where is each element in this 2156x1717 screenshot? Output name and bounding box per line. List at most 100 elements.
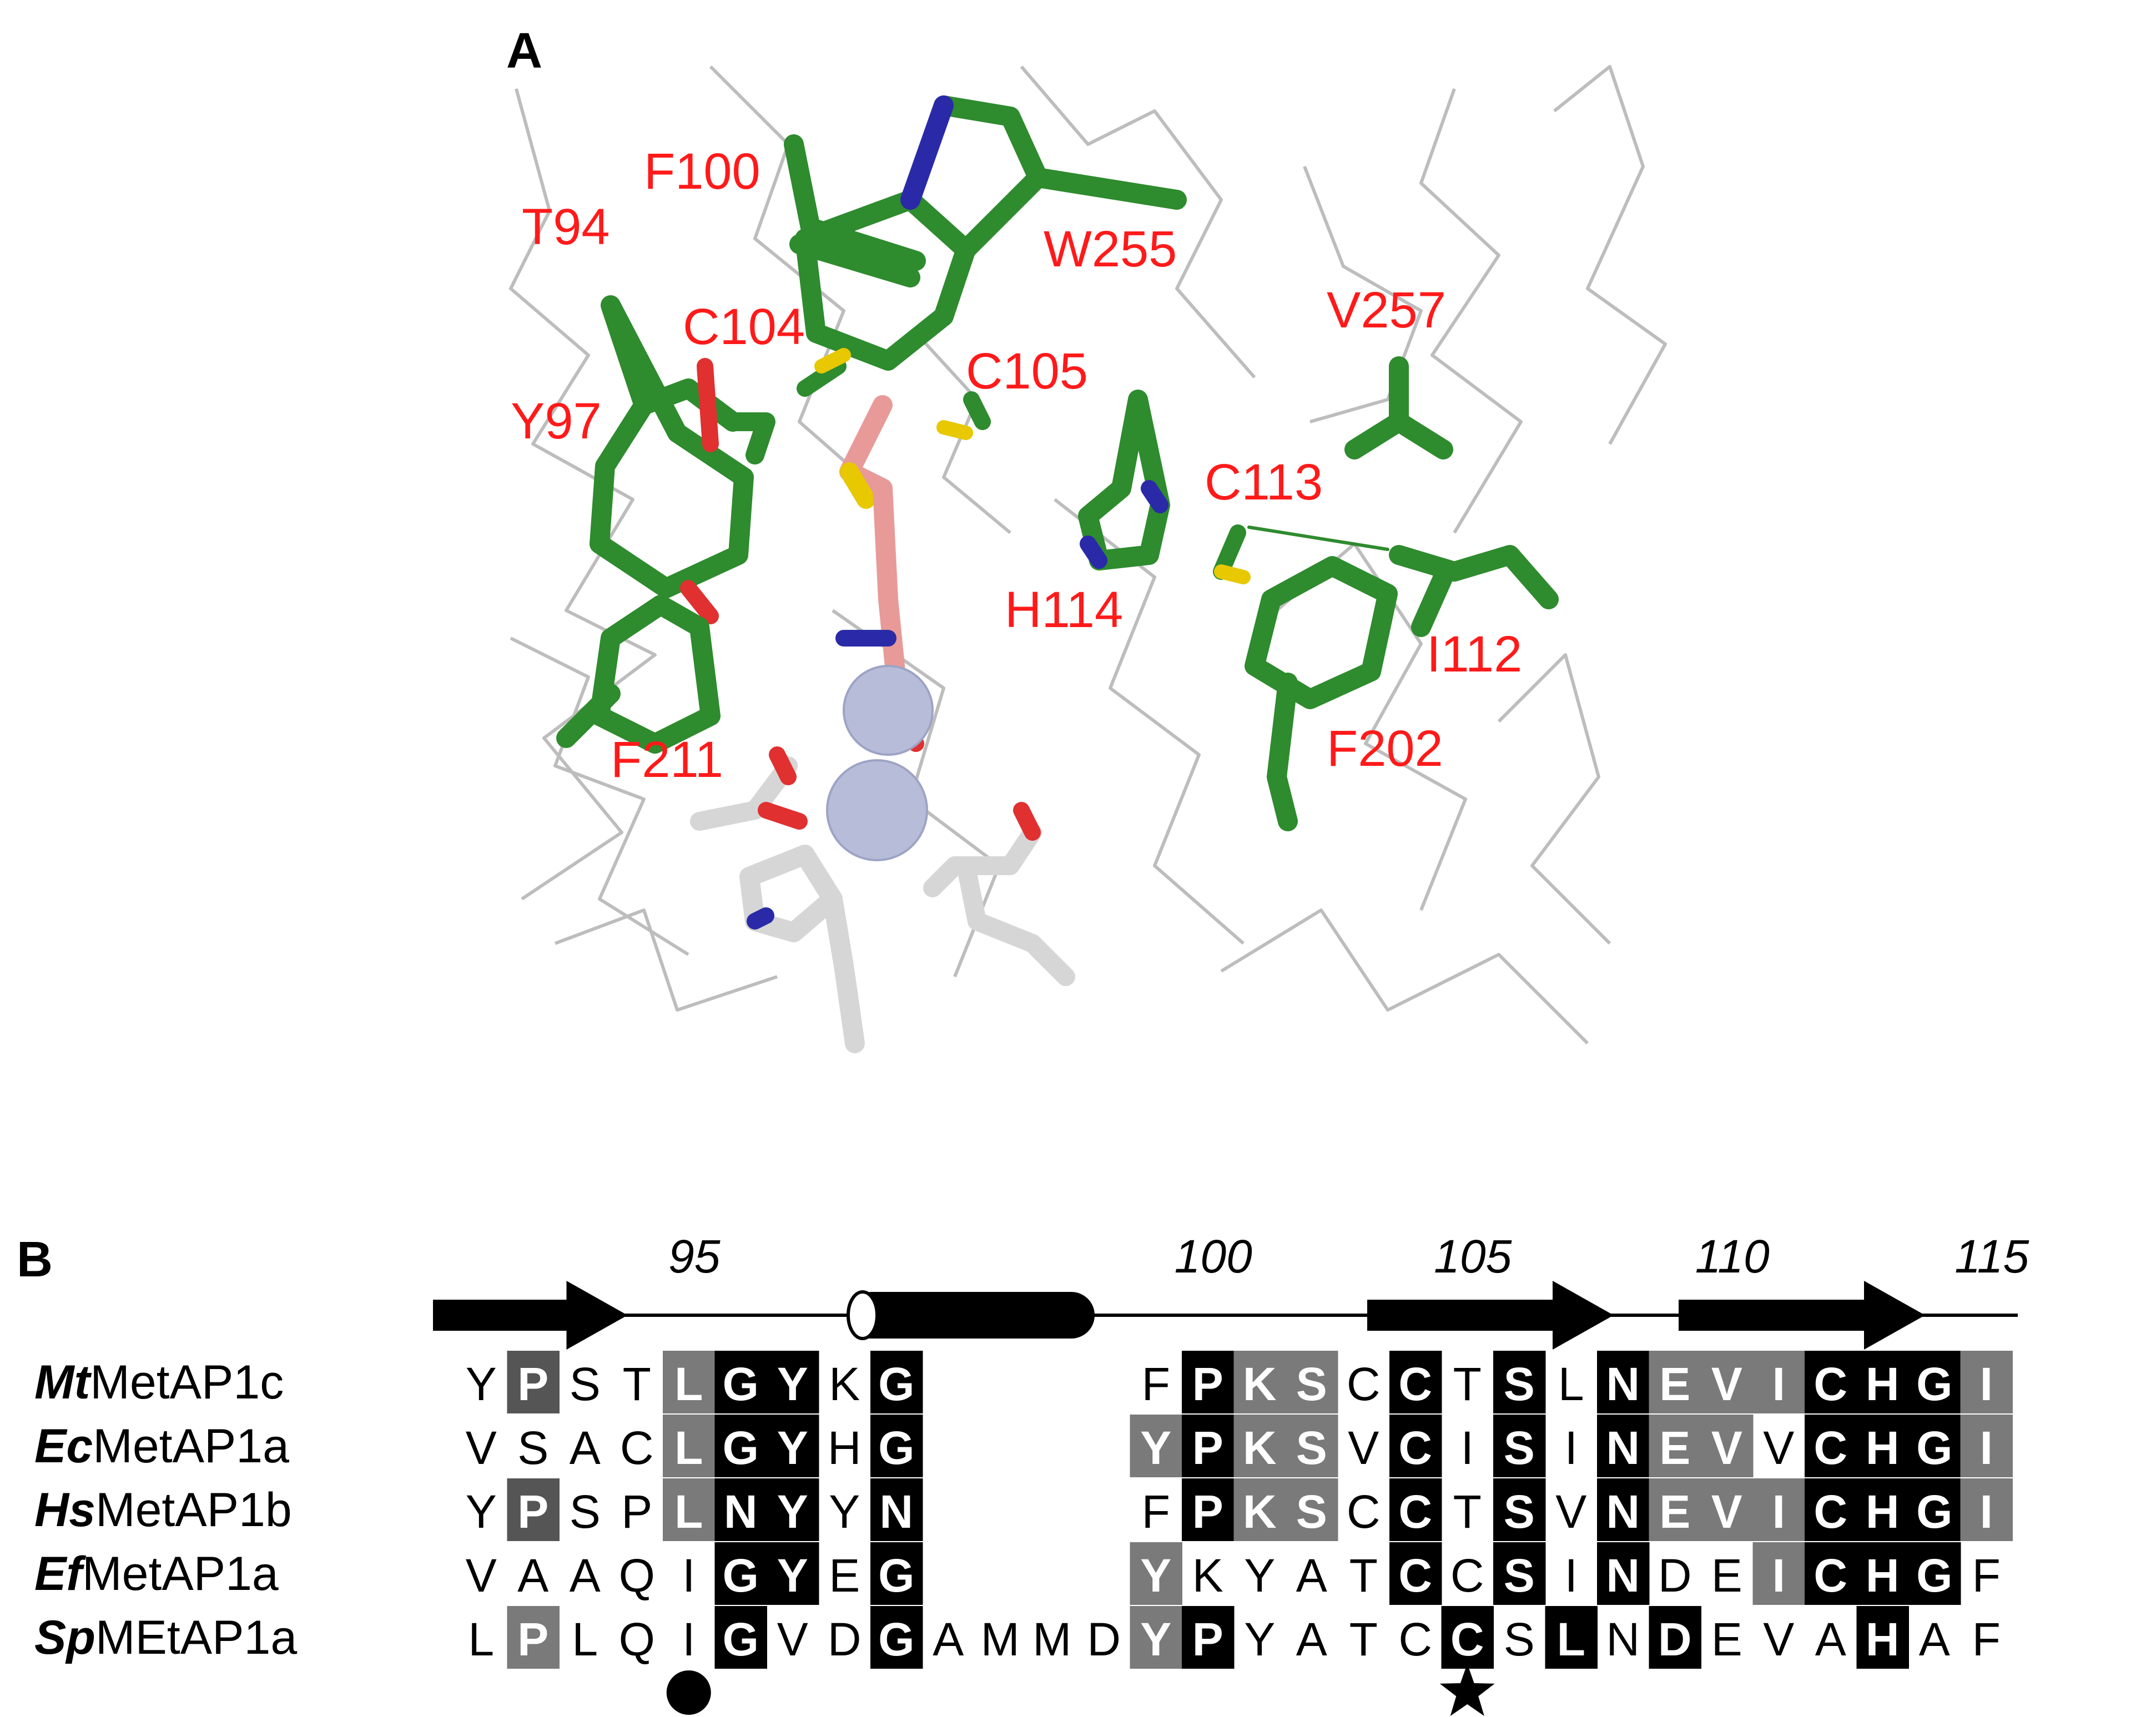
- backbone-segment: [1303, 165, 1423, 423]
- alignment-residue: Y: [829, 1486, 860, 1538]
- ss-helix-cap: [847, 1290, 879, 1340]
- asp-stick: [690, 756, 798, 831]
- alignment-residue: A: [1296, 1549, 1327, 1602]
- v257-stick: [1389, 412, 1453, 459]
- alignment-residue: N: [1606, 1422, 1640, 1474]
- alignment-residue: Y: [466, 1358, 497, 1410]
- alignment-cell-shade: [507, 1606, 560, 1669]
- alignment-residue: D: [828, 1613, 862, 1665]
- y97-stick: [590, 295, 754, 598]
- alignment-residue: G: [1916, 1549, 1952, 1602]
- alignment-residue: V: [466, 1549, 497, 1602]
- alignment-residue: Y: [1140, 1422, 1171, 1474]
- species-prefix: Hs: [34, 1483, 95, 1537]
- panel-a-structure: A T94F100W255C104C105V257Y97C113H114I112…: [506, 23, 1667, 1053]
- backbone-segment: [1276, 542, 1467, 911]
- alignment-residue: F: [1972, 1549, 2001, 1602]
- alignment-residue: A: [933, 1613, 964, 1665]
- residue-label-c105: C105: [966, 343, 1088, 400]
- species-prefix: Sp: [34, 1611, 95, 1664]
- alignment-residue: H: [1866, 1486, 1900, 1538]
- f100-stick: [784, 134, 926, 271]
- residue-label-i112: I112: [1427, 626, 1522, 683]
- position-number-100: 100: [1175, 1230, 1252, 1282]
- ss-strand-arrow: [1367, 1281, 1614, 1350]
- alignment-cell-shade: [663, 1478, 716, 1541]
- alignment-residue: K: [1192, 1549, 1223, 1602]
- metal-ions: [826, 665, 934, 861]
- alignment-cell-shade: [1805, 1415, 1857, 1477]
- alignment-residue: V: [1711, 1422, 1742, 1474]
- alignment-residue: P: [1192, 1486, 1223, 1538]
- alignment-residue: A: [1919, 1613, 1950, 1665]
- alignment-cell-shade: [1752, 1542, 1805, 1605]
- alignment-residue: C: [1398, 1486, 1432, 1538]
- alignment-cell-shade: [507, 1351, 560, 1413]
- alignment-residue: S: [1504, 1358, 1535, 1410]
- oxygen-stick: [1013, 802, 1041, 841]
- alignment-residue: F: [1142, 1358, 1170, 1410]
- his-stick: [823, 889, 865, 1053]
- alignment-residue: C: [1450, 1549, 1484, 1602]
- species-prefix: Mt: [34, 1356, 92, 1409]
- alignment-cell-shade: [1182, 1351, 1235, 1413]
- alignment-cell-shade: [1389, 1351, 1442, 1413]
- alignment-residue: S: [570, 1486, 601, 1538]
- alignment-residue: H: [1866, 1549, 1900, 1602]
- oxygen-stick: [769, 746, 797, 785]
- alignment-residue: .: [942, 1422, 955, 1474]
- alignment-residue: D: [1658, 1613, 1692, 1665]
- alignment-cell-shade: [1389, 1542, 1442, 1605]
- alignment-cell-shade: [1805, 1478, 1857, 1541]
- alignment-residue: I: [1772, 1486, 1785, 1538]
- glu-stick: [956, 856, 1075, 986]
- alignment-cell-shade: [1286, 1478, 1338, 1541]
- alignment-residue: I: [1565, 1549, 1578, 1602]
- alignment-cell-shade: [1233, 1415, 1286, 1477]
- active-site-residue-sticks: [556, 95, 1559, 1053]
- alignment-residue: G: [723, 1358, 759, 1410]
- alignment-cell-shade: [1856, 1478, 1909, 1541]
- alignment-residue: .: [1046, 1358, 1059, 1410]
- alignment-residue: K: [1243, 1486, 1277, 1538]
- alignment-residue: H: [828, 1422, 862, 1474]
- conservation-circle-marker: [666, 1670, 711, 1715]
- alignment-residue: T: [1453, 1358, 1482, 1410]
- alignment-residue: C: [1398, 1358, 1432, 1410]
- alignment-residue: I: [682, 1613, 695, 1665]
- alignment-cell-shade: [1182, 1478, 1235, 1541]
- alignment-residue: I: [1461, 1422, 1474, 1474]
- alignment-residue: F: [1972, 1613, 2001, 1665]
- c105-sulfur-stick: [936, 420, 973, 440]
- alignment-residue: .: [1046, 1549, 1059, 1602]
- alignment-residue: I: [1980, 1486, 1993, 1538]
- alignment-cell-shade: [1960, 1415, 2013, 1477]
- alignment-residue: I: [1980, 1358, 1993, 1410]
- backbone-segment: [1419, 88, 1523, 534]
- alignment-residue: T: [1349, 1549, 1378, 1602]
- alignment-cell-shade: [1233, 1478, 1286, 1541]
- c105-stick: [963, 391, 991, 430]
- panel-a-letter: A: [506, 23, 542, 79]
- alignment-residue: D: [1658, 1549, 1692, 1602]
- alignment-cell-shade: [714, 1415, 767, 1477]
- residue-label-t94: T94: [522, 199, 610, 255]
- alignment-residue: P: [1192, 1422, 1223, 1474]
- alignment-residue: Y: [777, 1486, 808, 1538]
- f211-stick: [590, 595, 721, 754]
- residue-labels: T94F100W255C104C105V257Y97C113H114I112F2…: [511, 143, 1522, 788]
- w255-stick: [934, 95, 1048, 260]
- ligand-sulfur-stick: [840, 462, 875, 509]
- alignment-cell-shade: [1130, 1606, 1182, 1669]
- species-label: EcMetAP1a: [34, 1420, 289, 1473]
- alignment-residue: .: [1097, 1422, 1110, 1474]
- alignment-residue: .: [994, 1358, 1006, 1410]
- alignment-residue: .: [1097, 1486, 1110, 1538]
- h114-stick: [1078, 390, 1170, 570]
- alignment-residue: E: [1659, 1486, 1690, 1538]
- alignment-residue: H: [1866, 1613, 1900, 1665]
- species-suffix: MetAP1b: [95, 1483, 292, 1537]
- alignment-residue: E: [1711, 1613, 1742, 1665]
- alignment-residue: G: [1916, 1422, 1952, 1474]
- alignment-residue: N: [1606, 1358, 1640, 1410]
